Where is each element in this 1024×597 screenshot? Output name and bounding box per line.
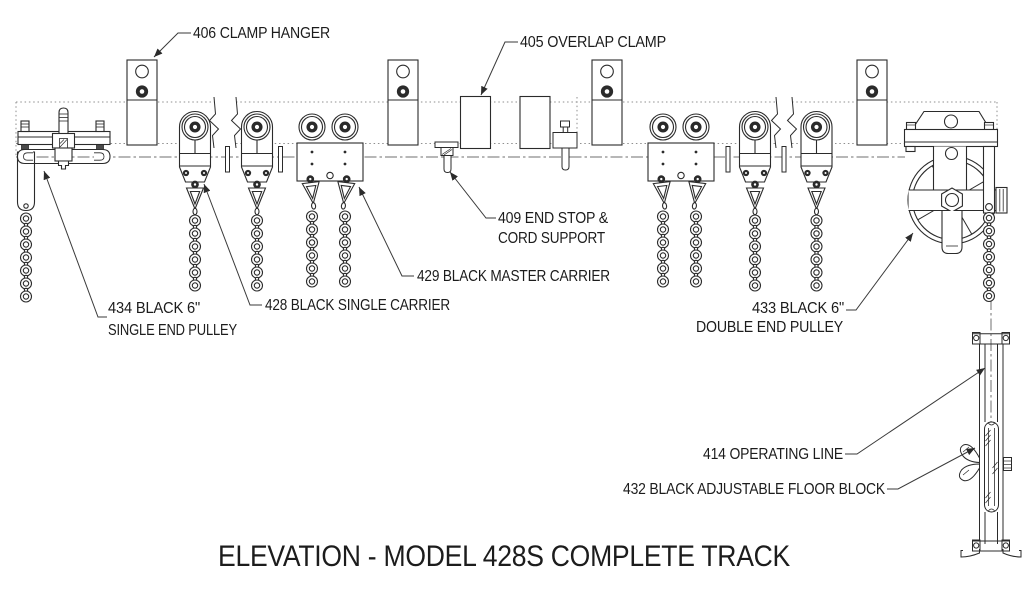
leader-405: [480, 41, 518, 96]
label-operating-line: 414 OPERATING LINE: [703, 446, 843, 463]
single-carrier-1: [180, 112, 211, 292]
label-single-carrier: 428 BLACK SINGLE CARRIER: [265, 297, 450, 314]
overlap-clamp-2: [519, 95, 551, 150]
label-floor-block: 432 BLACK ADJUSTABLE FLOOR BLOCK: [623, 481, 885, 498]
overlap-clamps: [459, 95, 551, 150]
overlap-clamp-1: [459, 95, 492, 150]
single-carrier-3: [740, 112, 771, 292]
sheave-hatching: [985, 429, 998, 504]
track-guide-lines: [15, 97, 998, 424]
leader-414: [845, 367, 986, 455]
end-stop: [434, 141, 459, 174]
track-dotted-lines: [15, 97, 998, 157]
clamp-hanger-4: [856, 59, 888, 146]
diagram-title: ELEVATION - MODEL 428S COMPLETE TRACK: [218, 540, 790, 573]
pulley-chain: [21, 213, 32, 302]
leader-432: [887, 447, 976, 490]
leader-428: [203, 183, 262, 306]
label-clamp-hanger: 406 CLAMP HANGER: [193, 25, 330, 42]
double-end-pulley: [903, 110, 1008, 302]
clamp-hanger-2: [387, 59, 419, 146]
label-end-stop-line1: 409 END STOP &: [498, 210, 608, 227]
single-carrier-2: [242, 112, 273, 292]
label-double-end-pulley-line2: DOUBLE END PULLEY: [696, 319, 843, 336]
leader-lines: [43, 32, 986, 490]
label-single-end-pulley-line2: SINGLE END PULLEY: [108, 322, 237, 339]
label-single-end-pulley-line1: 434 BLACK 6": [108, 300, 200, 317]
master-carrier-right: [648, 114, 714, 287]
label-overlap-clamp: 405 OVERLAP CLAMP: [520, 34, 666, 51]
clamp-hanger-1: [126, 59, 158, 146]
track-break-marks: [208, 96, 798, 149]
leader-433: [846, 232, 914, 311]
leader-429: [358, 186, 414, 277]
part-labels: 406 CLAMP HANGER 405 OVERLAP CLAMP 409 E…: [108, 25, 886, 498]
label-end-stop-line2: CORD SUPPORT: [498, 230, 605, 247]
wing-nut: [958, 444, 980, 482]
floor-block: [958, 332, 1022, 558]
cord-support-stop: [552, 120, 578, 171]
clamp-hanger-3: [591, 59, 623, 146]
track-splice-bars: [225, 146, 787, 173]
leader-409: [449, 171, 496, 219]
label-double-end-pulley-line1: 433 BLACK 6": [752, 300, 844, 317]
label-master-carrier: 429 BLACK MASTER CARRIER: [417, 268, 610, 285]
leader-434: [43, 170, 107, 318]
master-carrier-left: [297, 114, 363, 287]
single-end-pulley: [16, 107, 111, 302]
leader-406: [153, 32, 191, 58]
single-carrier-4: [801, 112, 832, 292]
